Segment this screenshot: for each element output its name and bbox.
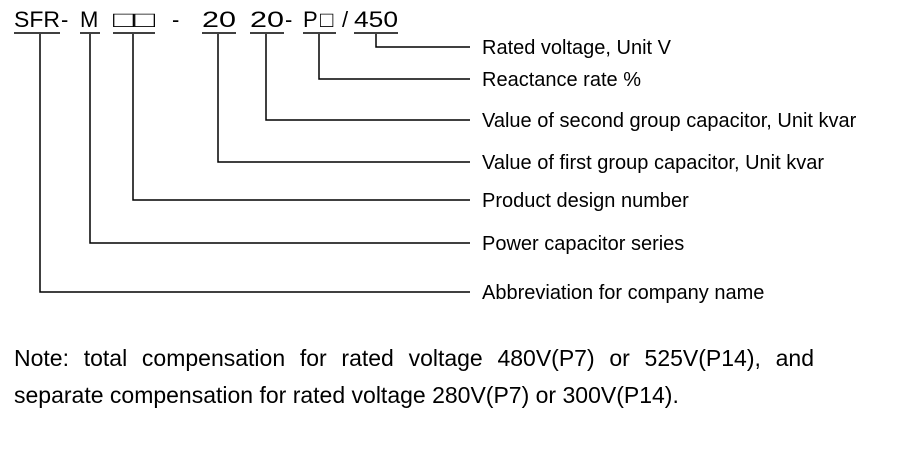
- connector-reactance-rate: [318, 34, 470, 80]
- code-series: M: [80, 7, 98, 32]
- code-rated-voltage: 450: [354, 7, 398, 32]
- connector-series: [89, 34, 470, 244]
- connector-design-number: [132, 34, 470, 201]
- code-dash-1: -: [61, 7, 68, 32]
- code-reactance-prefix: P: [303, 7, 318, 32]
- label-second-group: Value of second group capacitor, Unit kv…: [482, 110, 857, 132]
- code-second-group: 20: [250, 7, 284, 32]
- connector-company: [39, 34, 470, 293]
- label-design-number: Product design number: [482, 190, 689, 212]
- label-rated-voltage: Rated voltage, Unit V: [482, 37, 672, 59]
- code-dash-2: -: [172, 7, 179, 32]
- code-design-number: □□: [113, 7, 155, 32]
- code-dash-3: -: [285, 7, 292, 32]
- connector-lines: [39, 34, 470, 293]
- code-slash: /: [342, 7, 349, 32]
- connector-first-group: [217, 34, 470, 163]
- code-company-abbr: SFR: [14, 7, 60, 32]
- code-reactance-rate: □: [320, 7, 333, 32]
- label-reactance-rate: Reactance rate %: [482, 69, 641, 91]
- note-paragraph: Note: total compensation for rated volta…: [14, 345, 814, 408]
- label-first-group: Value of first group capacitor, Unit kva…: [482, 152, 824, 174]
- label-series: Power capacitor series: [482, 233, 684, 255]
- code-first-group: 20: [202, 7, 236, 32]
- connector-rated-voltage: [375, 34, 470, 48]
- model-code-diagram: SFR - M □□ - 20 20 - P □ / 450 Rated vol…: [14, 7, 857, 304]
- label-company: Abbreviation for company name: [482, 282, 764, 304]
- connector-second-group: [265, 34, 470, 121]
